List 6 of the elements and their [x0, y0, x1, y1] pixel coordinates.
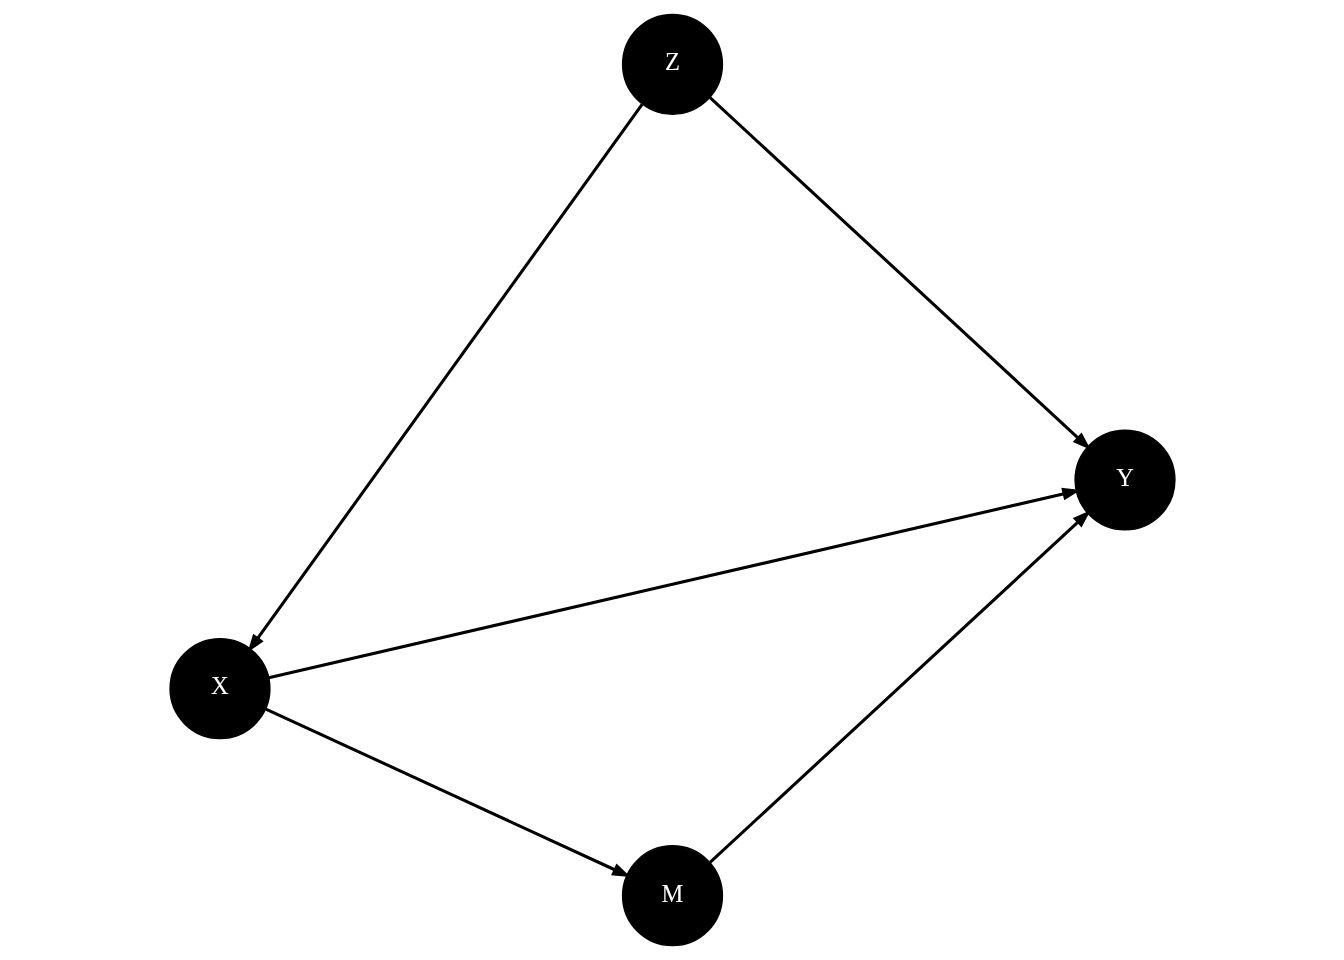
arrow — [247, 103, 643, 653]
arrow — [708, 96, 1091, 450]
node-circle: Z — [621, 13, 723, 115]
node-circle: X — [168, 638, 271, 740]
node-circle: M — [621, 845, 723, 947]
arrow — [708, 510, 1091, 864]
